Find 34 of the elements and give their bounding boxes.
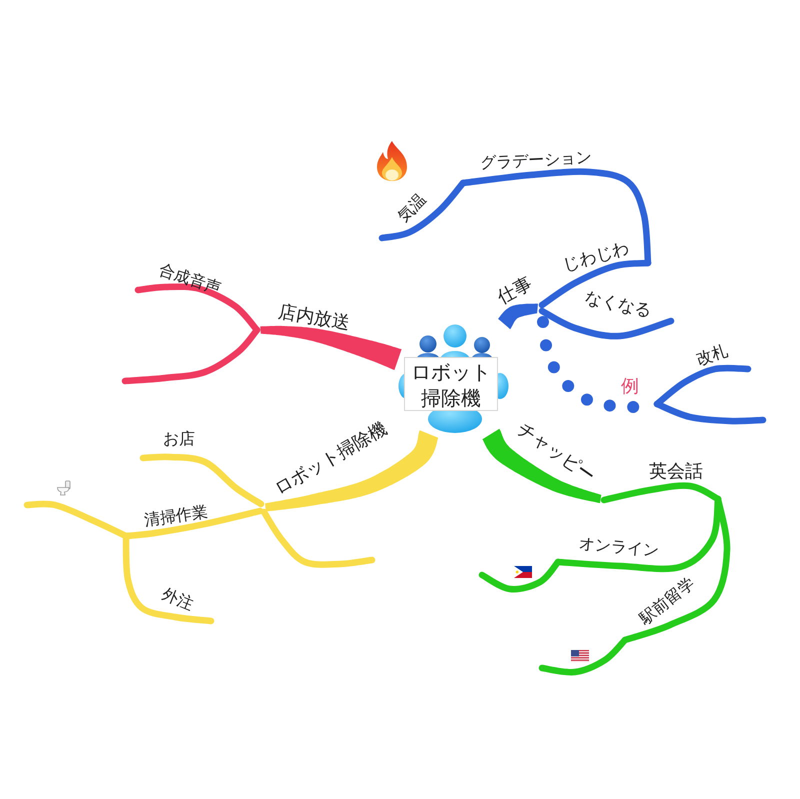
branch-label: なくなる [582,288,654,322]
branch-line [654,400,766,424]
branch-label: 合成音声 [156,260,224,298]
branch-line [498,304,538,330]
branch-line [600,482,722,504]
branch-line [538,308,674,340]
branch-label: 改札 [694,342,730,368]
branch-label: ロボット掃除機 [272,418,390,500]
branch-label: 駅前留学 [636,574,698,628]
branch-line [260,326,402,370]
branch-label: 英会話 [649,462,703,482]
branch-label: 清掃作業 [143,502,209,530]
branch-label: 店内放送 [276,302,352,334]
branch-label: じわじわ [560,238,632,276]
branch-line [140,454,264,508]
branch-line [122,326,260,384]
branch-label: チャッピー [513,419,599,487]
central-topic: ロボット掃除機 [404,357,498,411]
branch-line [460,168,652,266]
branch-label: 仕事 [494,274,536,308]
branch-line [265,430,438,512]
branch-line [622,496,730,644]
branch-label: オンライン [578,534,660,560]
branch-label: 外注 [160,584,196,614]
branch-line [378,180,466,242]
branch-line [24,500,130,540]
branch-line [478,558,562,592]
branch-line [538,636,628,676]
branch-label: 例 [621,377,639,397]
branch-label: 気温 [394,190,430,226]
branch-label: グラデーション [480,148,592,172]
branch-line [260,508,376,568]
branch-label: お店 [163,430,195,448]
branch-line [482,428,602,504]
